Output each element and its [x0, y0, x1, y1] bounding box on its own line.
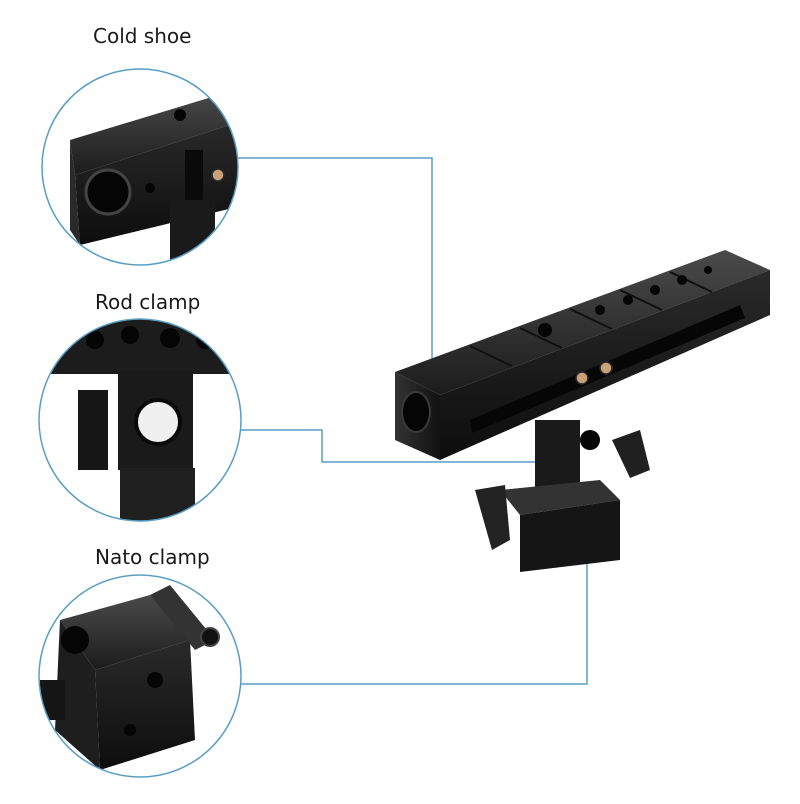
- callout-label-nato-clamp: Nato clamp: [95, 545, 210, 569]
- callout-circle-rod-clamp: [38, 318, 242, 522]
- leader-lines: [237, 157, 588, 685]
- callout-circle-nato-clamp: [38, 574, 242, 778]
- leader-line-nato-clamp: [240, 545, 588, 685]
- callout-circle-cold-shoe: [41, 68, 239, 266]
- leader-line-rod-clamp: [240, 429, 572, 463]
- callout-label-rod-clamp: Rod clamp: [95, 290, 201, 314]
- stem-rod-hole: [580, 430, 600, 450]
- leader-line-cold-shoe: [237, 157, 433, 380]
- callout-label-cold-shoe: Cold shoe: [93, 24, 192, 48]
- handle-top-holes: [538, 266, 712, 337]
- rod-clamp-hole: [134, 398, 182, 446]
- screw-1: [575, 371, 589, 385]
- top-handle-product: [395, 250, 770, 572]
- cold-shoe-bore: [84, 168, 132, 216]
- handle-end-bore: [401, 391, 431, 433]
- handle-ridges: [469, 271, 713, 367]
- screw-2: [599, 361, 613, 375]
